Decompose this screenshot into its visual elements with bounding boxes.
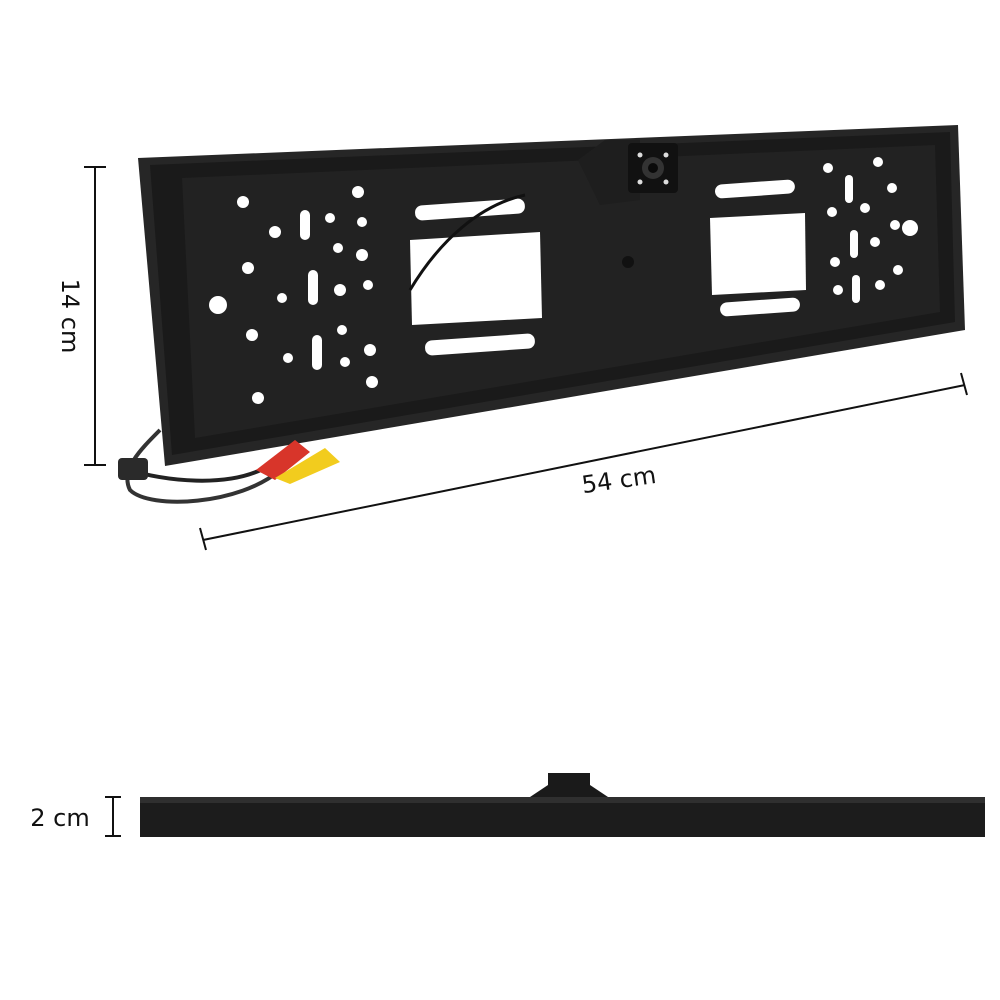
- cutout-window-left: [410, 232, 542, 325]
- depth-dimension-label: 2 cm: [30, 804, 89, 832]
- cable-assembly: [118, 193, 526, 504]
- center-screw: [622, 256, 634, 268]
- rca-plug-red: [256, 440, 310, 480]
- license-plate-frame-side: [140, 773, 985, 837]
- width-dimension-label: 54 cm: [580, 461, 658, 499]
- camera-module: [578, 140, 678, 205]
- height-dimension-label: 14 cm: [56, 279, 84, 354]
- rca-plug-yellow: [275, 448, 340, 484]
- mounting-holes: [209, 157, 918, 404]
- dimension-lines: [84, 166, 968, 837]
- cutout-window-right: [710, 213, 806, 295]
- license-plate-frame-front: [138, 125, 965, 466]
- mounting-slots: [300, 175, 860, 370]
